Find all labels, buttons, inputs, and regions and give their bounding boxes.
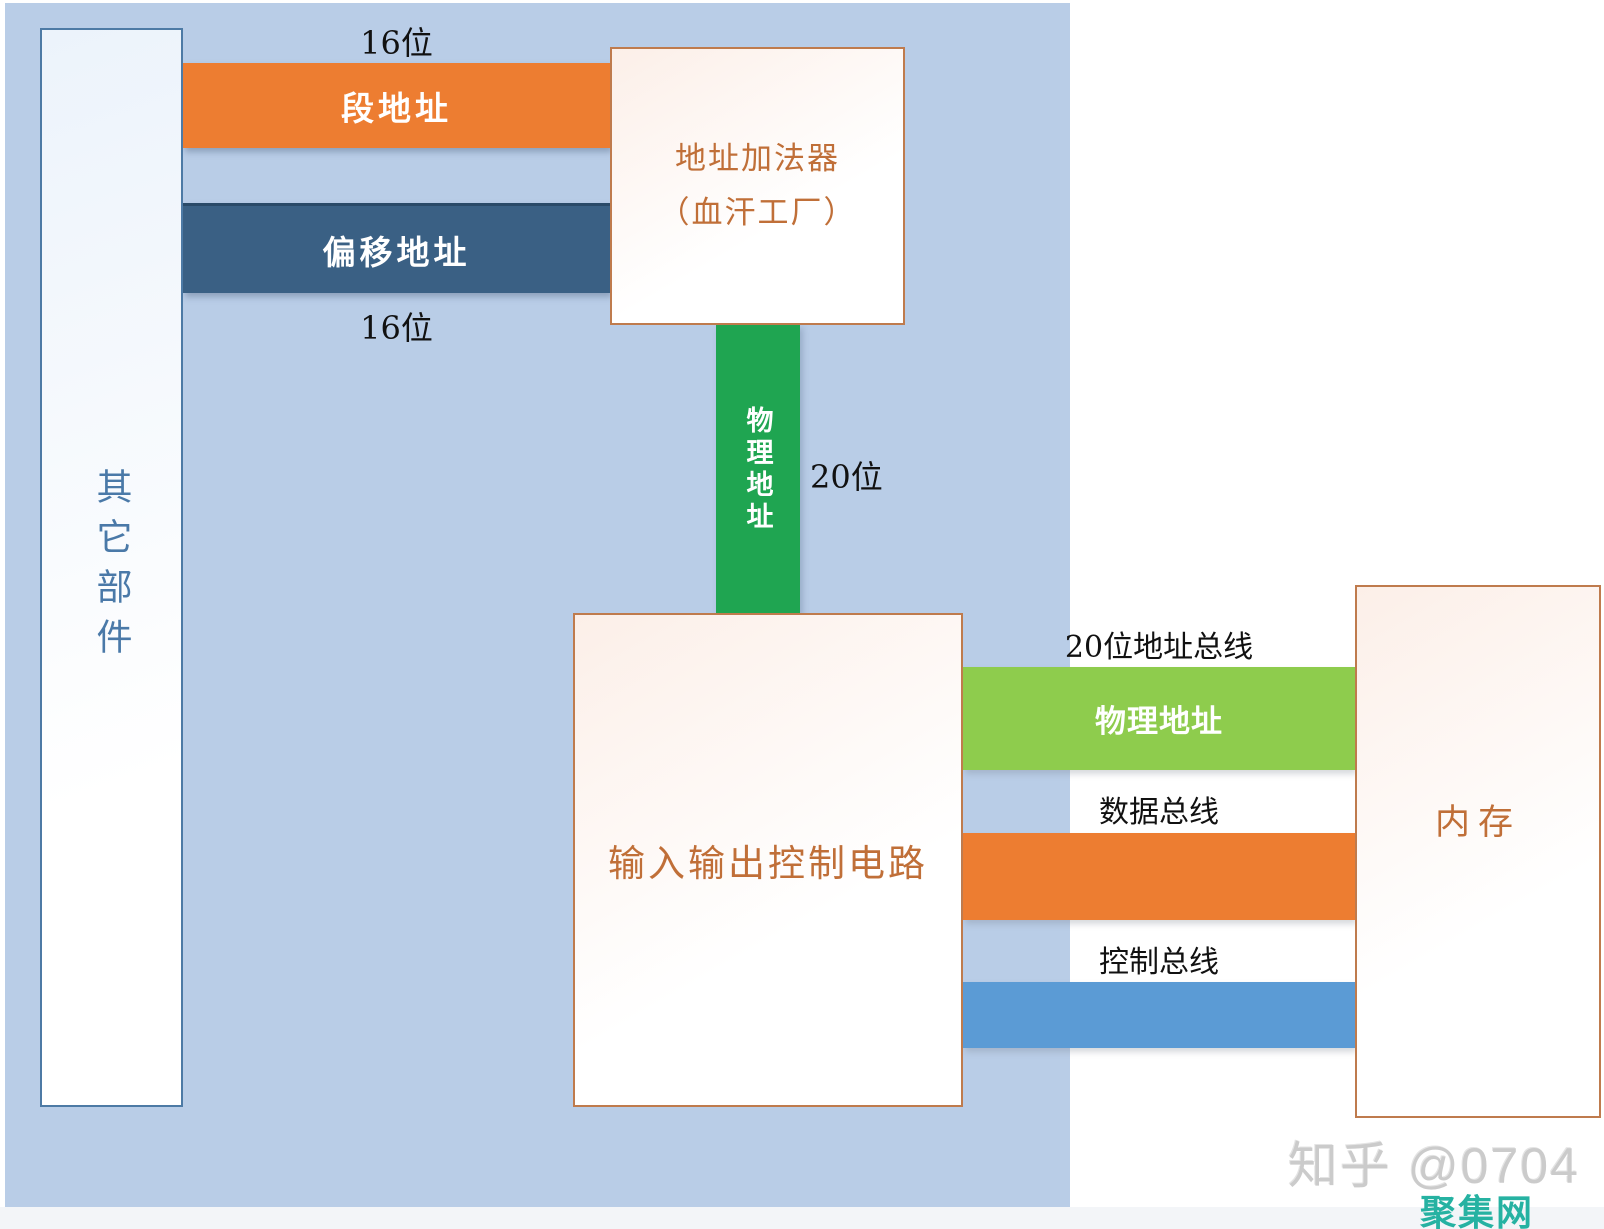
physical-address-bits-label: 20位	[810, 458, 883, 496]
offset-address-label: 偏移地址	[322, 233, 471, 271]
control-bus-caption: 控制总线	[1099, 945, 1219, 980]
io-control-box: 输入输出控制电路	[573, 613, 963, 1107]
address-adder-title: 地址加法器 （血汗工厂）	[659, 132, 857, 241]
other-components-box: 其它部件	[40, 28, 183, 1107]
physical-address-pipe-label: 物理地址	[742, 405, 773, 534]
segment-bits-label: 16位	[360, 24, 433, 62]
offset-address-bar: 偏移地址	[183, 203, 610, 293]
io-control-label: 输入输出控制电路	[608, 843, 928, 884]
segment-address-bar: 段地址	[183, 63, 610, 148]
address-adder-title-line1: 地址加法器	[675, 140, 840, 176]
other-components-label: 其它部件	[91, 467, 133, 668]
physical-address-pipe: 物理地址	[716, 325, 800, 614]
site-watermark: 聚集网	[1420, 1192, 1535, 1229]
address-bus-bar-label: 物理地址	[1095, 704, 1223, 739]
control-bus-bar	[963, 982, 1355, 1048]
data-bus-bar	[963, 833, 1355, 920]
bottom-strip	[0, 1207, 1604, 1229]
offset-bits-label: 16位	[360, 309, 433, 347]
zhihu-watermark: 知乎 @0704	[1288, 1138, 1580, 1194]
address-bus-bar: 物理地址	[963, 667, 1355, 770]
address-adder-title-line2: （血汗工厂）	[658, 195, 857, 230]
address-adder-box: 地址加法器 （血汗工厂）	[610, 47, 905, 325]
segment-address-label: 段地址	[341, 89, 452, 127]
data-bus-caption: 数据总线	[1099, 795, 1219, 830]
memory-box: 内存	[1355, 585, 1601, 1118]
address-bus-caption: 20位地址总线	[1064, 630, 1254, 665]
memory-label: 内存	[1434, 803, 1521, 842]
